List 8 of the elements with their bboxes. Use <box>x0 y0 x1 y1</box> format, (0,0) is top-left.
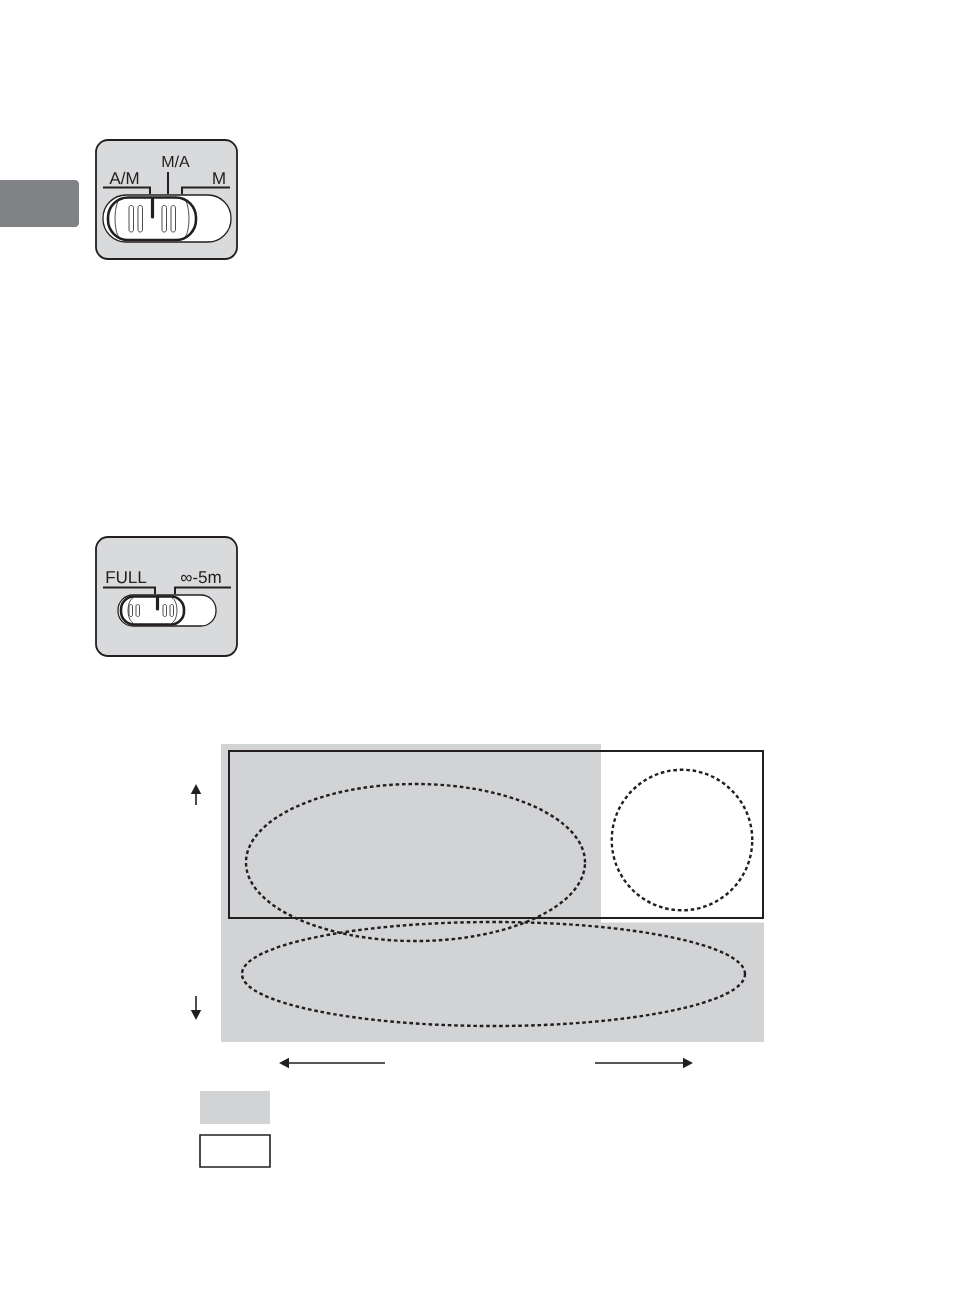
dotted-ellipse <box>244 782 587 943</box>
switch-label: M <box>213 172 225 184</box>
switch-label: M/A <box>162 155 190 168</box>
dotted-circle <box>610 768 754 912</box>
switch-label: ∞-5m <box>181 571 221 584</box>
dotted-ellipse <box>240 920 747 1028</box>
switch-label: FULL <box>106 571 147 584</box>
switch-label: A/M <box>109 171 139 185</box>
